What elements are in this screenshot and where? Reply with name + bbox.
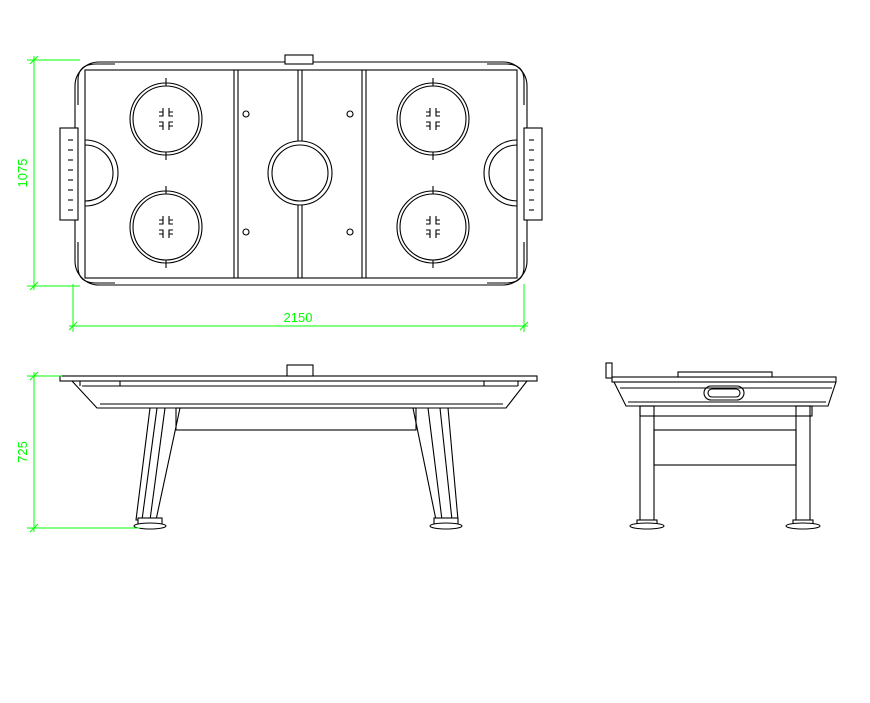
- face-off-dot: [242, 110, 250, 118]
- front-leg-left-outer: [135, 407, 158, 521]
- elevation-height-dimension: 725: [15, 371, 140, 533]
- side-leg-left: [639, 405, 655, 523]
- front-puck-tray: [286, 364, 314, 377]
- face-off-dot: [242, 228, 250, 236]
- zone-circle-tr: [396, 78, 470, 160]
- goal-slots-left: [68, 139, 73, 211]
- front-stretcher: [175, 407, 417, 431]
- corner-bumper-tr: [487, 63, 525, 105]
- side-handle-bar: [677, 371, 773, 378]
- side-foot-right-pad: [785, 522, 821, 530]
- front-elevation: [59, 364, 538, 530]
- side-stretcher: [653, 429, 797, 466]
- plan-playing-surface: [84, 69, 518, 279]
- plan-view: [59, 54, 543, 286]
- front-leg-right-outer: [439, 407, 459, 521]
- face-off-dot: [346, 228, 354, 236]
- zone-circle-tl: [129, 78, 203, 160]
- side-leg-right: [795, 405, 811, 523]
- face-off-dot: [346, 110, 354, 118]
- goal-slots-right: [529, 139, 534, 211]
- puck-tray: [284, 54, 314, 65]
- front-leg-right-inner: [412, 407, 443, 521]
- zone-circle-br: [396, 186, 470, 268]
- plan-length-dimension: 2150: [68, 284, 529, 332]
- side-foot-left-pad: [629, 522, 665, 530]
- front-foot-right-pad: [429, 522, 463, 530]
- side-elevation: [605, 362, 837, 530]
- goal-crease-left: [84, 144, 114, 202]
- front-top-rail: [59, 375, 538, 382]
- plan-width-label: 1075: [15, 159, 30, 188]
- corner-bumper-bl: [77, 242, 115, 284]
- goal-box-right: [523, 127, 543, 221]
- corner-bumper-br: [487, 242, 525, 284]
- center-circle-inner: [271, 144, 329, 202]
- goal-box-left: [59, 127, 79, 221]
- zone-circle-bl: [129, 186, 203, 268]
- plan-length-label: 2150: [284, 310, 313, 325]
- side-handle-slot: [703, 385, 745, 401]
- center-circle: [267, 140, 333, 206]
- front-foot-left-pad: [133, 522, 167, 530]
- elevation-height-label: 725: [15, 441, 30, 463]
- plan-width-dimension: 1075: [15, 55, 80, 291]
- side-apron: [639, 405, 813, 417]
- goal-crease-right: [488, 144, 518, 202]
- side-end-post: [605, 362, 613, 379]
- goal-crease-left-outer: [84, 139, 119, 207]
- corner-bumper-tl: [77, 63, 115, 105]
- goal-crease-right-outer: [483, 139, 518, 207]
- side-top-rail: [611, 376, 837, 383]
